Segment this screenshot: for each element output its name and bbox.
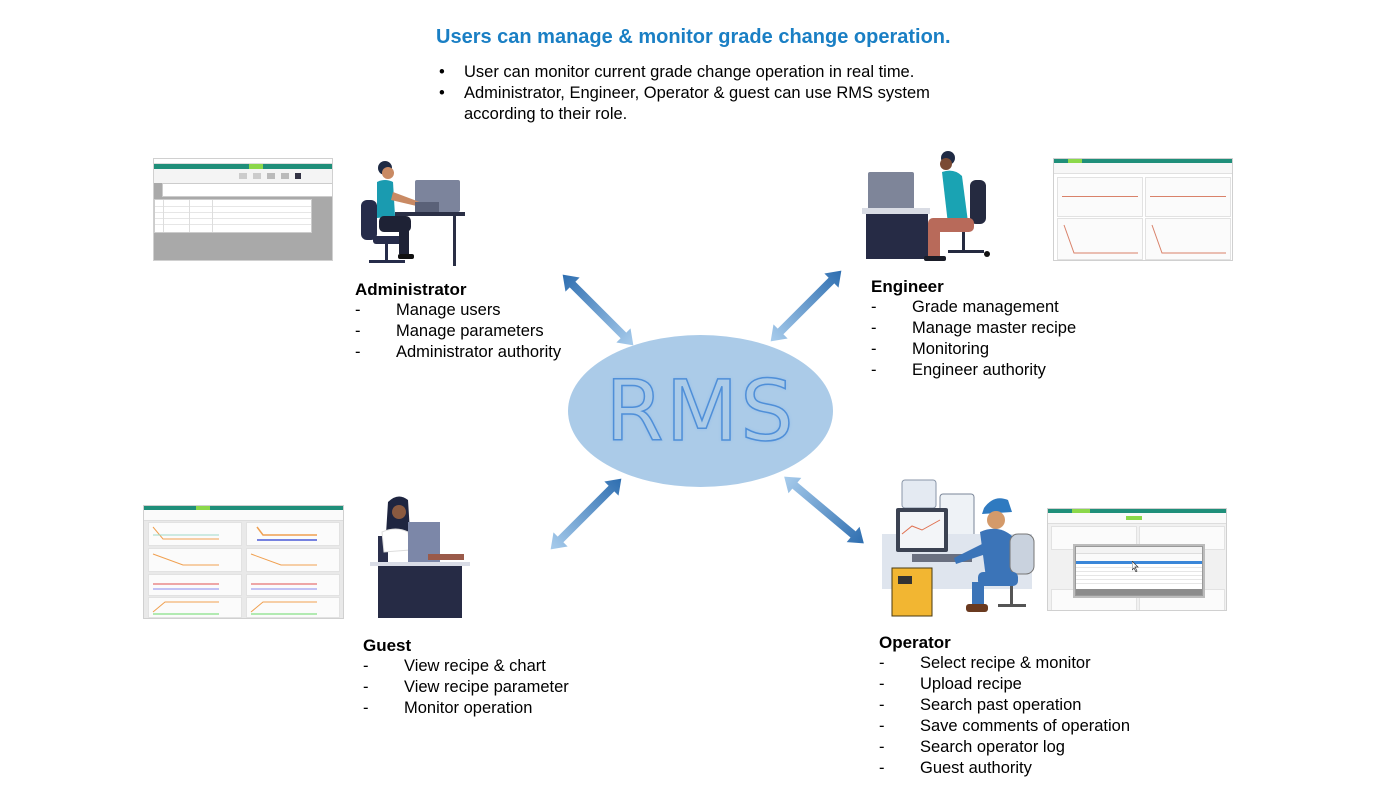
engineer-illustration xyxy=(862,151,990,261)
permission-item: - Save comments of operation xyxy=(879,716,1130,737)
administrator-illustration xyxy=(361,161,465,266)
intro-bullet: • Administrator, Engineer, Operator & gue… xyxy=(436,83,976,125)
permission-item: - Monitoring xyxy=(871,339,1076,360)
permission-item: - Guest authority xyxy=(879,758,1130,779)
engineer-role-title: Engineer xyxy=(871,277,944,296)
guest-illustration xyxy=(370,496,470,618)
chart-panel xyxy=(1057,177,1143,217)
permission-item: - Manage users xyxy=(355,300,561,321)
dash: - xyxy=(879,654,885,672)
chart-panel xyxy=(246,597,340,618)
permission-item: - Upload recipe xyxy=(879,674,1130,695)
chart-panel xyxy=(246,548,340,572)
permission-item: - Manage parameters xyxy=(355,321,561,342)
dash: - xyxy=(871,340,877,358)
permission-item: - Search operator log xyxy=(879,737,1130,758)
operation-search-dialog xyxy=(1075,546,1203,596)
permission-text: Grade management xyxy=(912,298,1059,316)
operator-role-title: Operator xyxy=(879,633,951,652)
permission-text: Manage master recipe xyxy=(912,319,1077,337)
administrator-permission-list: - Manage users - Manage parameters - Admini… xyxy=(355,300,561,363)
chart-panel xyxy=(1145,177,1231,217)
monitor-icon xyxy=(868,172,914,212)
administrator-role-title: Administrator xyxy=(355,280,467,299)
permission-text: Upload recipe xyxy=(920,675,1022,693)
permission-item: - Select recipe & monitor xyxy=(879,653,1130,674)
guest-screen-thumbnail xyxy=(143,505,344,619)
dash: - xyxy=(355,322,361,340)
chart-panel xyxy=(1145,218,1231,260)
permission-text: Manage parameters xyxy=(396,322,544,340)
intro-bullet: • User can monitor current grade change o… xyxy=(436,62,976,83)
permission-item: - View recipe parameter xyxy=(363,677,569,698)
permission-text: Search operator log xyxy=(920,738,1065,756)
operator-screen-thumbnail xyxy=(1047,508,1227,611)
user-table xyxy=(154,199,312,233)
permission-text: Monitoring xyxy=(912,340,990,358)
permission-text: Manage users xyxy=(396,301,501,319)
permission-text: Select recipe & monitor xyxy=(920,654,1091,672)
arrow-operator-to-rms xyxy=(784,476,864,544)
dash: - xyxy=(879,738,885,756)
guest-role-title: Guest xyxy=(363,636,412,655)
intro-bullet-text: User can monitor current grade change op… xyxy=(464,63,915,81)
chart-panel xyxy=(148,574,242,596)
permission-item: - Search past operation xyxy=(879,695,1130,716)
permission-item: - View recipe & chart xyxy=(363,656,569,677)
permission-item: - Engineer authority xyxy=(871,360,1076,381)
dash: - xyxy=(355,343,361,361)
rms-system-ellipse xyxy=(568,335,833,487)
guest-permission-list: - View recipe & chart - View recipe parame… xyxy=(363,656,569,719)
dash: - xyxy=(355,301,361,319)
dash: - xyxy=(879,675,885,693)
permission-item: - Administrator authority xyxy=(355,342,561,363)
bullet-glyph: • xyxy=(439,84,445,102)
rms-label: RMS xyxy=(605,361,796,461)
chart-panel xyxy=(1057,218,1143,260)
dash: - xyxy=(363,657,369,675)
chart-panel xyxy=(246,574,340,596)
permission-item: - Monitor operation xyxy=(363,698,569,719)
permission-text: View recipe & chart xyxy=(404,657,546,675)
permission-text: Guest authority xyxy=(920,759,1032,777)
dash: - xyxy=(879,717,885,735)
permission-text: Save comments of operation xyxy=(920,717,1131,735)
dash: - xyxy=(871,319,877,337)
engineer-permission-list: -Grade management -Manage master recipe … xyxy=(871,297,1076,381)
arrow-admin-to-rms xyxy=(562,274,634,346)
permission-text: Search past operation xyxy=(920,696,1082,714)
chart-panel xyxy=(246,522,340,546)
operator-permission-list: -Select recipe & monitor -Upload recipe … xyxy=(879,653,1130,779)
bullet-glyph: • xyxy=(439,63,445,81)
dash: - xyxy=(363,699,369,717)
intro-bullet-text: Administrator, Engineer, Operator & gues… xyxy=(464,84,930,123)
intro-bullet-list: • User can monitor current grade change o… xyxy=(436,62,976,125)
arrow-engineer-to-rms xyxy=(770,270,842,342)
permission-text: Administrator authority xyxy=(396,343,562,361)
permission-text: Engineer authority xyxy=(912,361,1046,379)
chart-panel xyxy=(148,597,242,618)
dash: - xyxy=(871,298,877,316)
page-title: Users can manage & monitor grade change … xyxy=(436,26,951,48)
dash: - xyxy=(871,361,877,379)
permission-text: View recipe parameter xyxy=(404,678,569,696)
operator-illustration xyxy=(882,479,1035,617)
chart-panel xyxy=(148,522,242,546)
dash: - xyxy=(363,678,369,696)
permission-item: - Grade management xyxy=(871,297,1076,318)
chart-panel xyxy=(148,548,242,572)
dash: - xyxy=(879,759,885,777)
mouse-cursor-icon xyxy=(1132,561,1139,572)
admin-screen-thumbnail xyxy=(153,158,333,261)
engineer-screen-thumbnail xyxy=(1053,158,1233,261)
dash: - xyxy=(879,696,885,714)
permission-text: Monitor operation xyxy=(404,699,533,717)
arrow-guest-to-rms xyxy=(550,478,622,550)
permission-item: - Manage master recipe xyxy=(871,318,1076,339)
